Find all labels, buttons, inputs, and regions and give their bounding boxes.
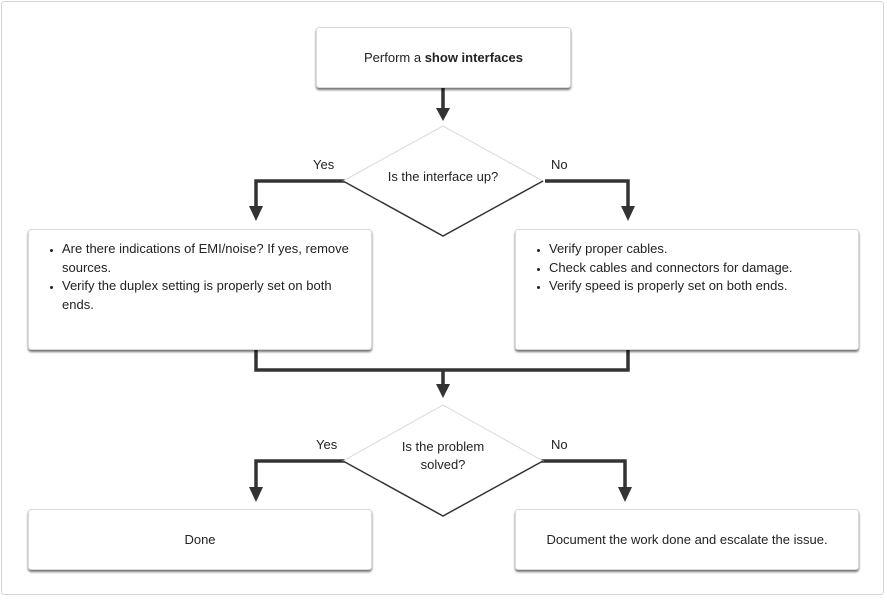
no-action-list: Verify proper cables. Check cables and c…	[516, 230, 858, 296]
connector-merge	[254, 349, 630, 372]
done-text: Done	[184, 532, 216, 547]
decision2-question-line1: Is the problem	[401, 439, 485, 454]
list-item: Are there indications of EMI/noise? If y…	[62, 240, 359, 277]
escalate-box: Document the work done and escalate the …	[515, 509, 859, 570]
decision2-question: Is the problem solved?	[363, 438, 523, 474]
list-item: Verify the duplex setting is properly se…	[62, 277, 359, 314]
escalate-text: Document the work done and escalate the …	[546, 532, 828, 547]
start-prefix: Perform a	[364, 50, 425, 65]
decision1-no-label: No	[551, 157, 568, 172]
decision2-yes-label: Yes	[316, 437, 338, 452]
connector-decision1-no	[545, 179, 630, 212]
connector-decision1-yes	[254, 179, 345, 212]
list-item: Check cables and connectors for damage.	[549, 259, 846, 278]
list-item: Verify speed is properly set on both end…	[549, 277, 846, 296]
connector-decision2-no	[540, 459, 627, 493]
decision2-no-label: No	[551, 437, 568, 452]
connector-decision2-yes	[254, 459, 345, 493]
decision1-yes-label: Yes	[313, 157, 335, 172]
decision1-question: Is the interface up?	[387, 169, 499, 184]
done-box: Done	[28, 509, 372, 570]
list-item: Verify proper cables.	[549, 240, 846, 259]
yes-action-list: Are there indications of EMI/noise? If y…	[29, 230, 371, 314]
yes-action-box: Are there indications of EMI/noise? If y…	[28, 229, 372, 350]
start-command: show interfaces	[424, 50, 523, 65]
decision2-question-line2: solved?	[420, 457, 466, 472]
start-box: Perform a show interfaces	[316, 27, 571, 88]
no-action-box: Verify proper cables. Check cables and c…	[515, 229, 859, 350]
